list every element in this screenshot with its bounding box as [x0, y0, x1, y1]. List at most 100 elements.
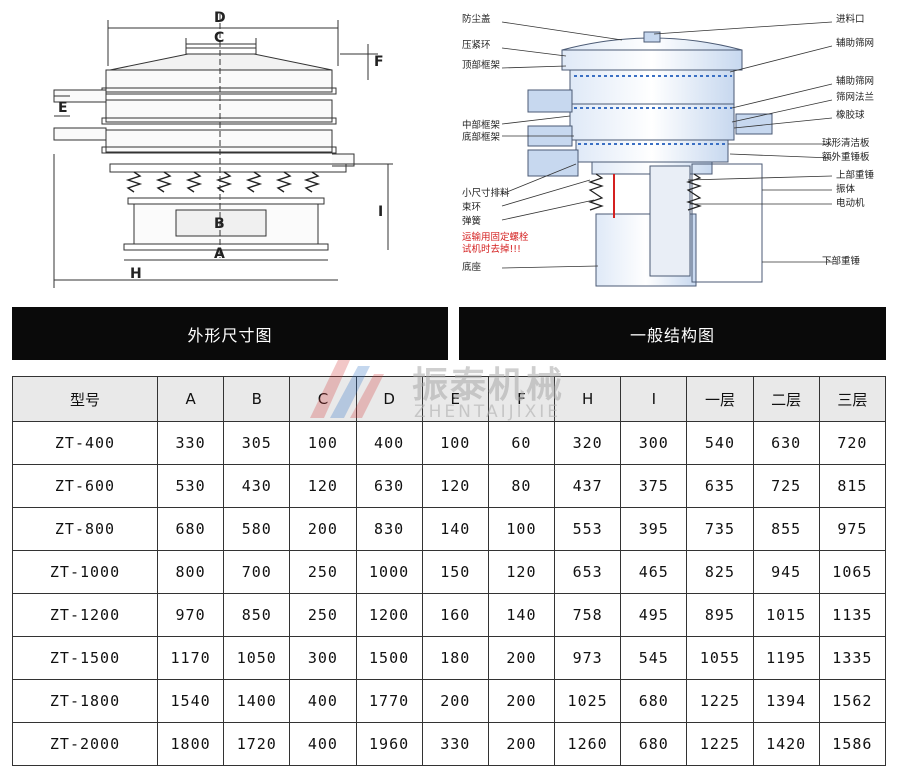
col-c: C [289, 376, 357, 422]
value-cell: 553 [554, 507, 622, 551]
label-spring: 弹簧 [462, 215, 482, 227]
value-cell: 1195 [752, 636, 820, 680]
label-dust-cover: 防尘盖 [462, 13, 491, 25]
col-e: E [421, 376, 489, 422]
value-cell: 630 [355, 464, 423, 508]
col-i: I [620, 376, 688, 422]
label-small-outlet: 小尺寸排料 [462, 187, 510, 199]
col-b: B [223, 376, 291, 422]
label-h: H [130, 266, 142, 282]
value-cell: 305 [223, 421, 291, 465]
table-header-row: 型号 A B C D E F H I 一层 二层 三层 [12, 376, 887, 422]
label-bundle-ring: 束环 [462, 202, 481, 213]
col-a: A [156, 376, 225, 422]
value-cell: 815 [818, 464, 887, 508]
value-cell: 100 [289, 421, 357, 465]
value-cell: 200 [487, 679, 556, 723]
label-bottom-frame: 底部框架 [462, 131, 501, 143]
value-cell: 60 [487, 421, 556, 465]
label-base: 底座 [462, 261, 482, 273]
label-motor: 电动机 [836, 197, 865, 209]
label-aux-screen-1: 辅助筛网 [836, 37, 874, 49]
value-cell: 630 [752, 421, 820, 465]
col-layer-2: 二层 [752, 376, 820, 422]
value-cell: 720 [818, 421, 887, 465]
label-clamp-ring: 压紧环 [462, 40, 491, 51]
value-cell: 945 [752, 550, 820, 594]
label-b: B [214, 216, 225, 232]
value-cell: 1400 [223, 679, 291, 723]
value-cell: 895 [686, 593, 754, 637]
value-cell: 120 [487, 550, 556, 594]
value-cell: 1720 [223, 722, 291, 766]
value-cell: 1586 [818, 722, 887, 766]
value-cell: 200 [289, 507, 357, 551]
label-extra-weight-plate: 额外重锤板 [822, 151, 870, 163]
value-cell: 1200 [355, 593, 423, 637]
value-cell: 1050 [223, 636, 291, 680]
value-cell: 1225 [686, 722, 754, 766]
label-top-frame: 顶部框架 [462, 59, 501, 71]
value-cell: 430 [223, 464, 291, 508]
value-cell: 1335 [818, 636, 887, 680]
value-cell: 1015 [752, 593, 820, 637]
value-cell: 160 [421, 593, 489, 637]
value-cell: 975 [818, 507, 887, 551]
label-vibrator-body: 振体 [836, 183, 856, 195]
value-cell: 1562 [818, 679, 887, 723]
value-cell: 1394 [752, 679, 820, 723]
structure-drawing: 防尘盖 压紧环 顶部框架 中部框架 底部框架 小尺寸排料 束环 弹簧 运输用固定… [462, 4, 894, 296]
value-cell: 400 [355, 421, 423, 465]
value-cell: 545 [620, 636, 688, 680]
label-f: F [374, 54, 384, 70]
value-cell: 400 [289, 722, 357, 766]
value-cell: 1540 [156, 679, 225, 723]
value-cell: 1170 [156, 636, 225, 680]
dimension-drawing: D C F E B A H I [48, 4, 393, 296]
value-cell: 680 [156, 507, 225, 551]
value-cell: 830 [355, 507, 423, 551]
value-cell: 758 [554, 593, 622, 637]
model-cell: ZT-600 [12, 464, 158, 508]
value-cell: 1000 [355, 550, 423, 594]
value-cell: 80 [487, 464, 556, 508]
header-outline-dimensions: 外形尺寸图 [12, 307, 448, 360]
label-transport-note-1: 运输用固定螺栓 [462, 231, 529, 243]
value-cell: 495 [620, 593, 688, 637]
model-cell: ZT-2000 [12, 722, 158, 766]
value-cell: 680 [620, 679, 688, 723]
value-cell: 320 [554, 421, 622, 465]
value-cell: 120 [289, 464, 357, 508]
value-cell: 330 [421, 722, 489, 766]
value-cell: 680 [620, 722, 688, 766]
label-transport-note-2: 试机时去掉!!! [462, 243, 521, 255]
value-cell: 437 [554, 464, 622, 508]
col-f: F [487, 376, 556, 422]
value-cell: 200 [421, 679, 489, 723]
value-cell: 1135 [818, 593, 887, 637]
value-cell: 540 [686, 421, 754, 465]
value-cell: 580 [223, 507, 291, 551]
col-layer-3: 三层 [818, 376, 887, 422]
label-ball-clean-plate: 球形清洁板 [822, 137, 870, 149]
value-cell: 100 [487, 507, 556, 551]
value-cell: 1420 [752, 722, 820, 766]
label-c: C [214, 30, 224, 46]
value-cell: 250 [289, 593, 357, 637]
value-cell: 850 [223, 593, 291, 637]
label-screen-flange: 筛网法兰 [836, 91, 874, 103]
value-cell: 725 [752, 464, 820, 508]
value-cell: 300 [620, 421, 688, 465]
value-cell: 250 [289, 550, 357, 594]
label-e: E [58, 100, 68, 116]
value-cell: 1770 [355, 679, 423, 723]
col-layer-1: 一层 [686, 376, 754, 422]
value-cell: 465 [620, 550, 688, 594]
value-cell: 970 [156, 593, 225, 637]
